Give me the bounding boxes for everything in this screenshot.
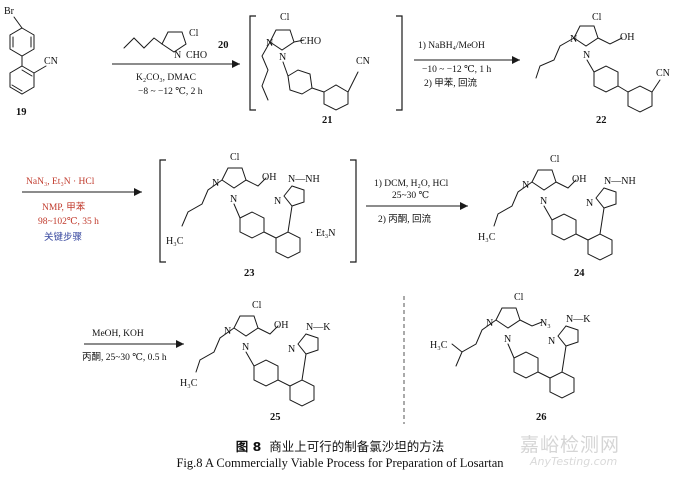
imidazole-n-21b: N [279, 52, 286, 63]
figure-label-cn: 图 8 [235, 439, 262, 454]
nitrile-label-22: CN [656, 68, 670, 79]
step2-conditions: −10 ~ −12 ℃, 1 h [422, 65, 491, 75]
imidazole-n-22a: N [570, 34, 577, 45]
compound-26-number: 26 [536, 412, 547, 423]
imidazole-n-23b: N [230, 194, 237, 205]
tetrazole-nh-23: N—NH [288, 174, 320, 185]
imidazole-n-23a: N [212, 178, 219, 189]
step3-solvent: NMP, 甲苯 [42, 201, 86, 213]
compound-26-structure: Cl N N₃ H₃C N N—K N 26 [430, 292, 591, 423]
step3-conditions: 98~102℃, 35 h [38, 217, 99, 227]
imidazole-n-25b: N [242, 342, 249, 353]
compound-21-structure: Cl N CHO N CN 21 [249, 12, 403, 126]
step3-reagents: NaN₃, Et₃N · HCl [26, 177, 95, 187]
step5-reagents: MeOH, KOH [92, 329, 144, 339]
tetrazole-n-26: N [548, 336, 555, 347]
figure-title-cn: 商业上可行的制备氯沙坦的方法 [269, 439, 445, 454]
imidazole-n-24a: N [522, 180, 529, 191]
chloro-label-26: Cl [514, 292, 524, 303]
compound-23-number: 23 [244, 268, 255, 279]
hydroxyl-label-25: OH [274, 320, 288, 331]
step1-reagents: K₂CO₃, DMAC [136, 73, 196, 83]
imidazole-n-25a: N [224, 326, 231, 337]
step4-reagents: 1) DCM, H₂O, HCl [374, 178, 449, 189]
watermark-en: AnyTesting.com [530, 455, 618, 468]
reaction-arrow-1: N Cl CHO 20 K₂CO₃, DMAC −8 ~ −12 ℃, 2 h [112, 28, 240, 97]
reaction-scheme: Br CN 19 N Cl CHO 20 K₂CO₃, DMAC −8 ~ −1… [4, 6, 670, 424]
compound-21-number: 21 [322, 115, 333, 126]
methyl-label-26: H₃C [430, 340, 448, 351]
tetrazole-n-25: N [288, 344, 295, 355]
compound-24-structure: Cl N OH H₃C N N—NH N 24 [478, 154, 636, 279]
hydroxyl-label-24: OH [572, 174, 586, 185]
reaction-arrow-3: NaN₃, Et₃N · HCl NMP, 甲苯 98~102℃, 35 h 关… [22, 177, 142, 243]
watermark-cn: 嘉峪检测网 [520, 434, 621, 456]
step4-temperature: 25~30 ℃ [392, 191, 430, 201]
reaction-arrow-5: MeOH, KOH 丙酮, 25~30 ℃, 0.5 h [82, 329, 184, 363]
step2-workup: 2) 甲苯, 回流 [424, 77, 478, 89]
reaction-arrow-4: 1) DCM, H₂O, HCl 25~30 ℃ 2) 丙酮, 回流 [366, 178, 468, 225]
tetrazole-n-23: N [274, 196, 281, 207]
compound-25-number: 25 [270, 412, 281, 423]
imidazole-n-label: N [174, 50, 181, 61]
chloro-label-21: Cl [280, 12, 290, 23]
figure-caption-chinese: 图 8 商业上可行的制备氯沙坦的方法 [0, 436, 680, 455]
step4-workup: 2) 丙酮, 回流 [378, 213, 432, 225]
imidazole-n-26a: N [486, 318, 493, 329]
step2-reagents: 1) NaBH₄/MeOH [418, 40, 485, 51]
chloro-label-25: Cl [252, 300, 262, 311]
tetrazole-nh-24: N—NH [604, 176, 636, 187]
hydroxyl-label-23: OH [262, 172, 276, 183]
methyl-label-24: H₃C [478, 232, 496, 243]
compound-24-number: 24 [574, 268, 585, 279]
imidazole-n-24b: N [540, 196, 547, 207]
bromo-label: Br [4, 6, 15, 17]
aldehyde-label-21: CHO [300, 36, 321, 47]
nitrile-label-21: CN [356, 56, 370, 67]
figure-caption-english: Fig.8 A Commercially Viable Process for … [176, 456, 504, 470]
tetrazole-nk-25: N—K [306, 322, 331, 333]
chloro-label-22: Cl [592, 12, 602, 23]
key-step-label: 关键步骤 [44, 231, 82, 243]
compound-19-structure: Br CN 19 [4, 6, 58, 118]
chloro-label-24: Cl [550, 154, 560, 165]
hydroxyl-label-22: OH [620, 32, 634, 43]
step1-conditions: −8 ~ −12 ℃, 2 h [138, 87, 203, 97]
compound-23-structure: Cl N OH H₃C N N—NH N · Et₃N 23 [159, 152, 357, 279]
step5-conditions: 丙酮, 25~30 ℃, 0.5 h [82, 352, 167, 363]
compound-22-structure: Cl N OH N CN 22 [535, 12, 670, 126]
aldehyde-label-20: CHO [186, 50, 207, 61]
compound-19-number: 19 [16, 107, 27, 118]
methyl-label-25: H₃C [180, 378, 198, 389]
imidazole-n-22b: N [583, 50, 590, 61]
compound-25-structure: Cl N OH H₃C N N—K N 25 [180, 300, 331, 423]
chloro-label-23: Cl [230, 152, 240, 163]
tetrazole-n-24: N [586, 198, 593, 209]
triethylamine-salt-label: · Et₃N [310, 228, 335, 239]
azide-label-26: N₃ [540, 318, 551, 329]
imidazole-n-26b: N [504, 334, 511, 345]
chloro-label-20: Cl [189, 28, 199, 39]
reaction-arrow-2: 1) NaBH₄/MeOH −10 ~ −12 ℃, 1 h 2) 甲苯, 回流 [414, 40, 520, 89]
reagent-20-number: 20 [218, 40, 229, 51]
compound-22-number: 22 [596, 115, 607, 126]
tetrazole-nk-26: N—K [566, 314, 591, 325]
nitrile-label: CN [44, 56, 58, 67]
methyl-label-23: H₃C [166, 236, 184, 247]
